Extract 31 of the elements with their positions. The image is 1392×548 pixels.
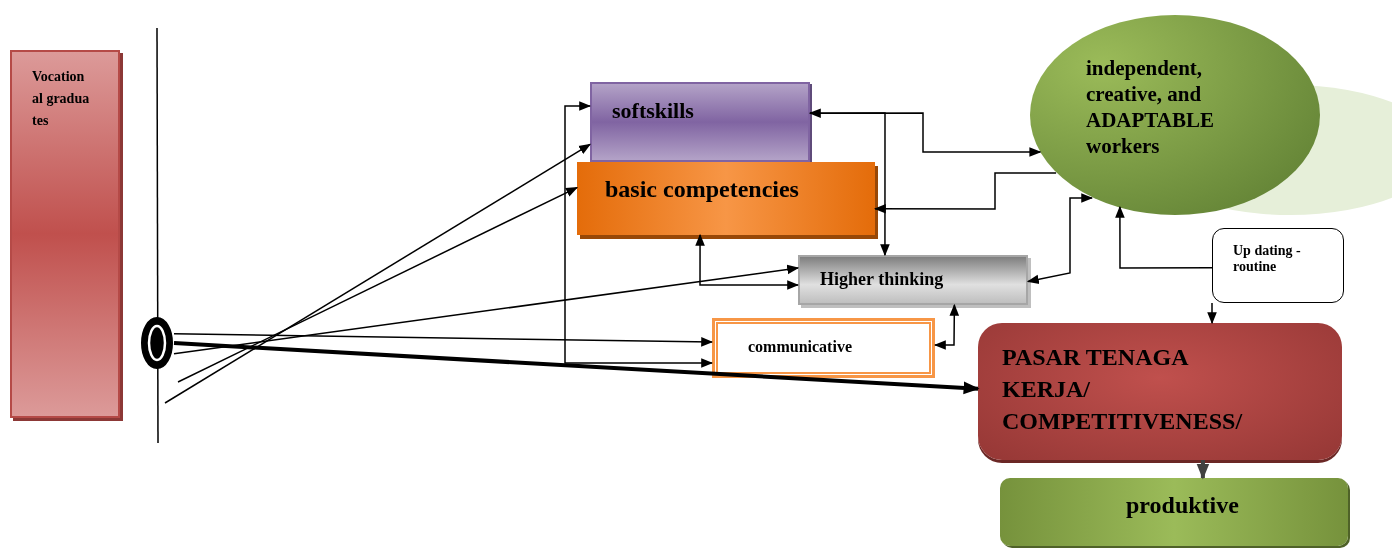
- arrow: [564, 101, 714, 368]
- thinking-box: [798, 255, 1028, 305]
- node-label: produktive: [1126, 492, 1239, 520]
- arrow: [1026, 193, 1094, 285]
- arrow: [164, 143, 592, 404]
- arrow: [695, 233, 800, 290]
- arrow: [873, 172, 1057, 214]
- arrow: [173, 264, 800, 355]
- softskills-box: [590, 82, 810, 162]
- arrow: [1196, 460, 1210, 480]
- arrow: [1115, 205, 1213, 269]
- arrow: [177, 186, 579, 383]
- node-label: PASAR TENAGA KERJA/ COMPETITIVENESS/: [1002, 343, 1244, 436]
- arrow: [1207, 302, 1217, 325]
- arrow: [173, 341, 980, 395]
- node-label: Vocational graduates: [32, 68, 90, 130]
- vocational-box: [10, 50, 120, 418]
- node-label: Up dating -routine: [1233, 243, 1302, 276]
- node-label: Higher thinking: [820, 269, 944, 291]
- node-label: independent, creative, and ADAPTABLE workers: [1086, 55, 1215, 160]
- produktive-box: [1000, 478, 1348, 546]
- arrow: [809, 112, 890, 257]
- ring-circle: [140, 316, 174, 370]
- arrow: [173, 333, 714, 347]
- updating-box: [1212, 228, 1344, 303]
- node-label: basic competencies: [605, 176, 799, 204]
- communicative-box: [712, 318, 935, 378]
- node-label: communicative: [748, 338, 852, 357]
- arrow: [933, 303, 960, 350]
- node-label: softskills: [612, 98, 694, 125]
- labour-market-box: [978, 323, 1342, 460]
